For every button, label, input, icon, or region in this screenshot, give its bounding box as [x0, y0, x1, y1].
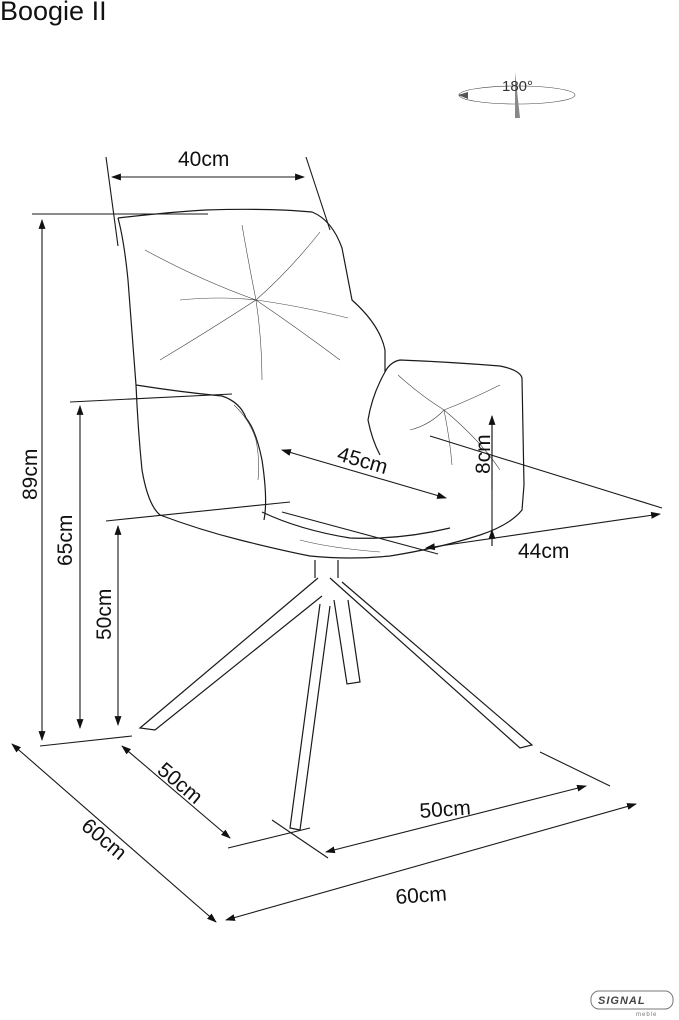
signal-logo: SIGNAL meble	[590, 990, 674, 1018]
base-depth-label: 50cm	[153, 758, 207, 809]
overall-width-label: 60cm	[395, 882, 448, 909]
armrest-thickness-label: 8cm	[472, 434, 495, 474]
seat-width-label: 44cm	[518, 540, 569, 563]
total-height-label: 89cm	[19, 449, 42, 500]
dimension-lines: 40cm 89cm 65cm 50cm 45cm 8cm 44cm 50cm	[11, 148, 663, 923]
armrest-height-label: 65cm	[54, 515, 77, 566]
base-width-label: 50cm	[419, 796, 472, 823]
backrest-width-label: 40cm	[178, 148, 229, 171]
logo-subtext: meble	[636, 1012, 657, 1018]
rotation-label: 180°	[502, 78, 533, 95]
seat-height-label: 50cm	[93, 589, 116, 640]
rotation-icon: 180°	[458, 72, 576, 118]
chair-outline	[117, 208, 534, 831]
product-title: Boogie II	[0, 0, 107, 26]
logo-text: SIGNAL	[598, 995, 646, 1007]
overall-depth-label: 60cm	[77, 814, 131, 865]
